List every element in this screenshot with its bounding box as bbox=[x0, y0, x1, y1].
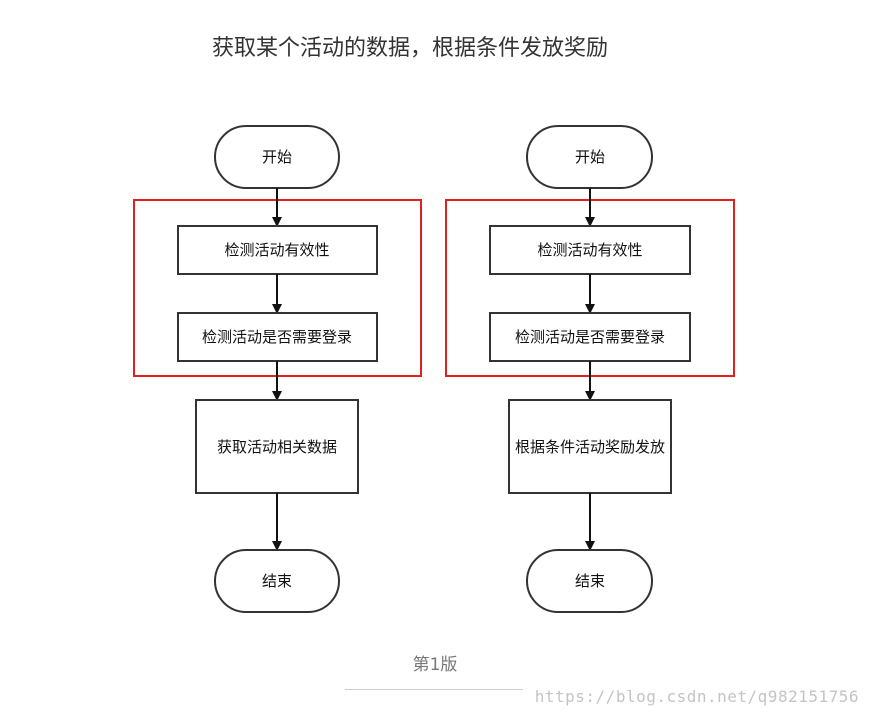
flow-2-action-label: 根据条件活动奖励发放 bbox=[515, 438, 665, 456]
flow-1-action-node bbox=[195, 399, 359, 494]
flow-2-action-node bbox=[508, 399, 672, 494]
flow-2-start-label: 开始 bbox=[575, 148, 605, 166]
flow-2-end-label: 结束 bbox=[575, 572, 605, 590]
flow-2-check-valid-node bbox=[489, 225, 691, 275]
flow-1-check-login-node bbox=[177, 312, 378, 362]
flow-2-check-valid-label: 检测活动有效性 bbox=[537, 241, 642, 259]
flow-2-end-node bbox=[526, 549, 653, 613]
flow-1-check-valid-label: 检测活动有效性 bbox=[224, 241, 329, 259]
flow-2: 开始 检测活动有效性 检测活动是否需要登录 根据条件活动奖励发放 结束 bbox=[445, 125, 735, 613]
caption-divider bbox=[345, 689, 523, 690]
flow-1-end-label: 结束 bbox=[262, 572, 292, 590]
flow-1: 开始 检测活动有效性 检测活动是否需要登录 获取活动相关数据 结束 bbox=[133, 125, 422, 613]
flow-1-check-login-label: 检测活动是否需要登录 bbox=[202, 328, 352, 346]
version-caption: 第1版 bbox=[412, 655, 458, 675]
diagram-title: 获取某个活动的数据，根据条件发放奖励 bbox=[211, 36, 608, 61]
flow-1-action-label: 获取活动相关数据 bbox=[217, 438, 337, 456]
flow-1-end-node bbox=[214, 549, 340, 613]
source-watermark: https://blog.csdn.net/q982151756 bbox=[534, 687, 859, 706]
flow-2-check-login-node bbox=[489, 312, 691, 362]
flow-1-start-label: 开始 bbox=[262, 148, 292, 166]
flow-2-check-login-label: 检测活动是否需要登录 bbox=[515, 328, 665, 346]
